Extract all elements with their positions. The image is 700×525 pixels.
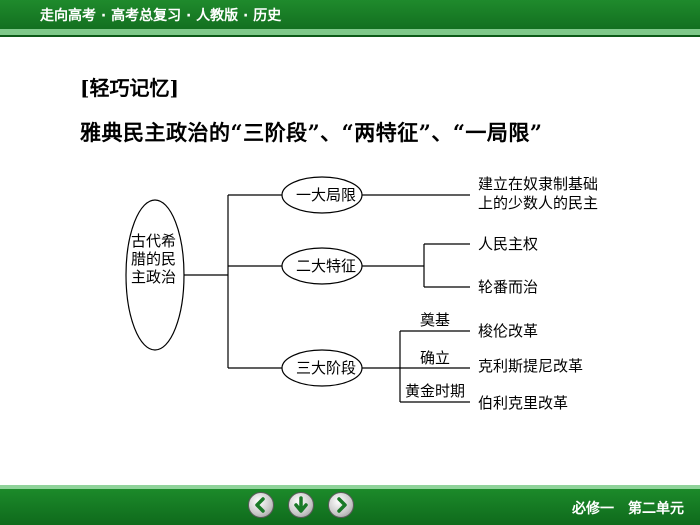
branch2-label: 二大特征 — [296, 257, 357, 275]
branch3-label: 三大阶段 — [296, 359, 357, 377]
reform-label: 梭伦改革 — [478, 322, 539, 340]
prev-button[interactable] — [248, 492, 274, 518]
section-heading: [轻巧记忆] — [80, 76, 179, 100]
reform-label: 克利斯提尼改革 — [478, 357, 584, 375]
header-title: 走向高考 · 高考总复习 · 人教版 · 历史 — [40, 8, 282, 24]
stage-label: 黄金时期 — [405, 382, 466, 400]
bottom-stripe — [0, 485, 700, 489]
top-stripe — [0, 29, 700, 35]
branch1-label: 一大局限 — [296, 186, 357, 204]
section-subtitle: 雅典民主政治的“三阶段”、“两特征”、“一局限” — [80, 120, 543, 145]
reform-label: 伯利克里改革 — [478, 394, 569, 412]
stage-label: 确立 — [420, 349, 451, 367]
feature-item: 轮番而治 — [478, 278, 539, 296]
center-node-label: 古代希腊的民主政治 — [131, 232, 177, 286]
next-button[interactable] — [328, 492, 354, 518]
limitation-line-2: 上的少数人的民主 — [478, 194, 599, 212]
feature-item: 人民主权 — [478, 235, 539, 253]
down-button[interactable] — [288, 492, 314, 518]
top-bar: 走向高考 · 高考总复习 · 人教版 · 历史 — [0, 0, 700, 37]
top-stripe-dark — [0, 35, 700, 37]
right-arrow-icon — [337, 497, 347, 513]
left-arrow-icon — [255, 497, 265, 513]
footer-unit-label: 必修一 第二单元 — [572, 501, 684, 517]
down-arrow-icon — [294, 496, 308, 513]
limitation-line-1: 建立在奴隶制基础 — [478, 175, 599, 193]
stage-label: 奠基 — [420, 311, 451, 329]
